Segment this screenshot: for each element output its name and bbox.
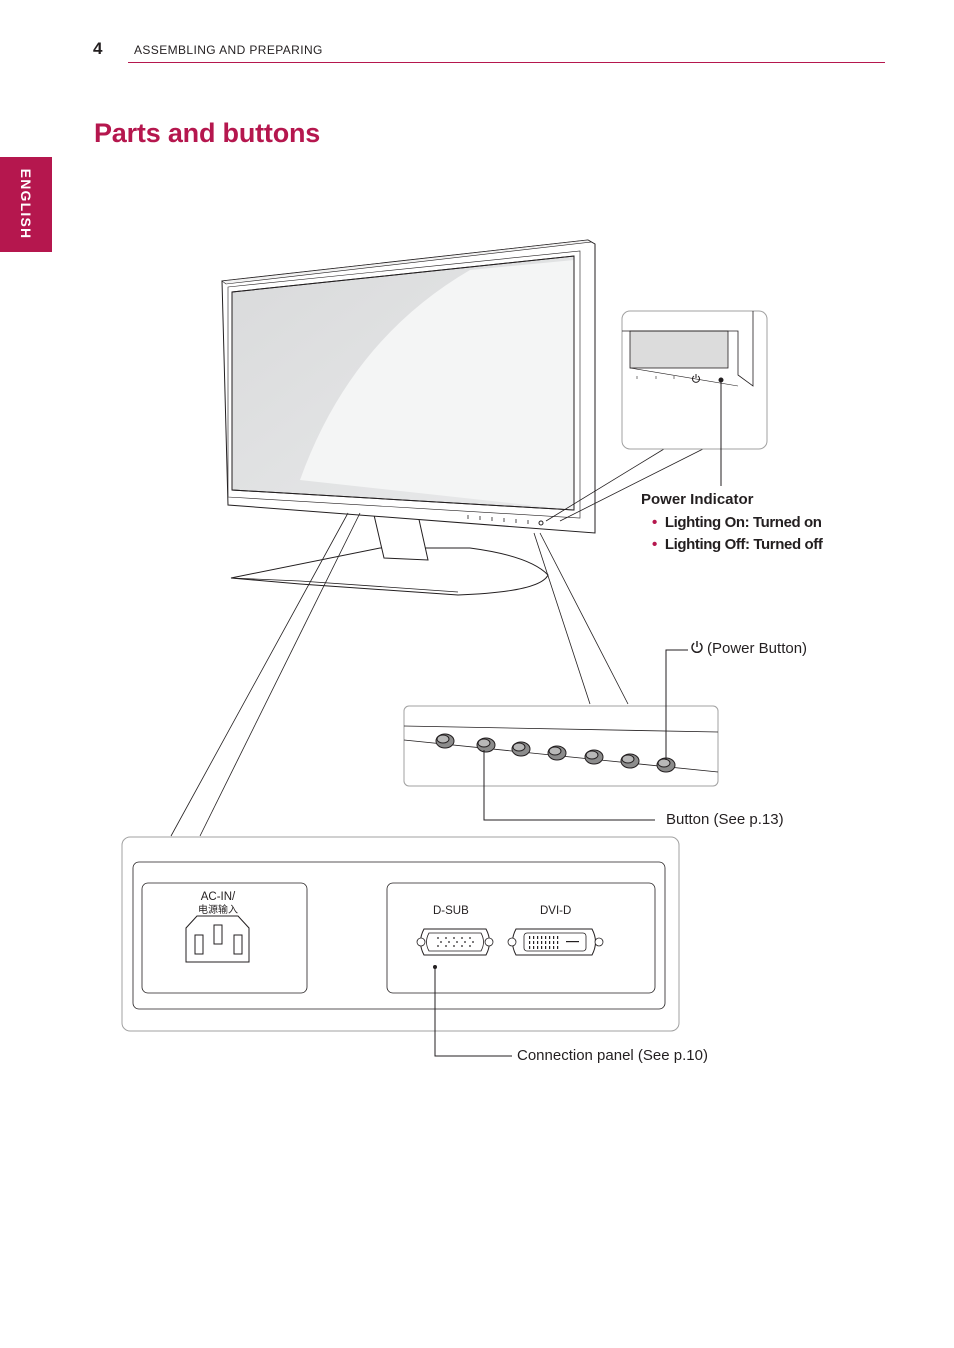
dvid-label: DVI-D bbox=[540, 905, 572, 917]
button-label: Button (See p.13) bbox=[666, 811, 784, 828]
power-indicator-detail bbox=[621, 310, 768, 486]
power-indicator-bullet: • Lighting On: Turned on bbox=[652, 514, 822, 531]
power-indicator-bullet: • Lighting Off: Turned off bbox=[652, 536, 823, 553]
header-rule bbox=[128, 62, 885, 63]
zoom-lines bbox=[170, 448, 704, 837]
language-tab: ENGLISH bbox=[0, 157, 52, 252]
power-button-text: (Power Button) bbox=[707, 640, 808, 657]
monitor-illustration bbox=[221, 239, 596, 596]
bullet-dot-icon: • bbox=[652, 536, 657, 553]
power-button-label: (Power Button) bbox=[690, 640, 807, 657]
buttons-detail bbox=[403, 649, 719, 821]
connection-panel-label: Connection panel (See p.10) bbox=[517, 1047, 708, 1064]
bullet-dot-icon: • bbox=[652, 514, 657, 531]
page-number: 4 bbox=[93, 39, 103, 58]
ac-in-label: AC-IN/ 电源输入 bbox=[180, 891, 256, 917]
ac-in-cn-text: 电源输入 bbox=[198, 905, 238, 916]
bullet-text: Lighting On: Turned on bbox=[664, 514, 822, 531]
page-title: Parts and buttons bbox=[94, 118, 321, 148]
ac-in-text: AC-IN/ bbox=[200, 891, 236, 903]
power-indicator-title: Power Indicator bbox=[641, 491, 754, 508]
bullet-text: Lighting Off: Turned off bbox=[664, 536, 823, 553]
power-icon bbox=[691, 641, 703, 654]
section-title: ASSEMBLING AND PREPARING bbox=[134, 43, 323, 57]
dsub-label: D-SUB bbox=[433, 905, 469, 917]
connection-panel-detail bbox=[121, 836, 680, 1057]
